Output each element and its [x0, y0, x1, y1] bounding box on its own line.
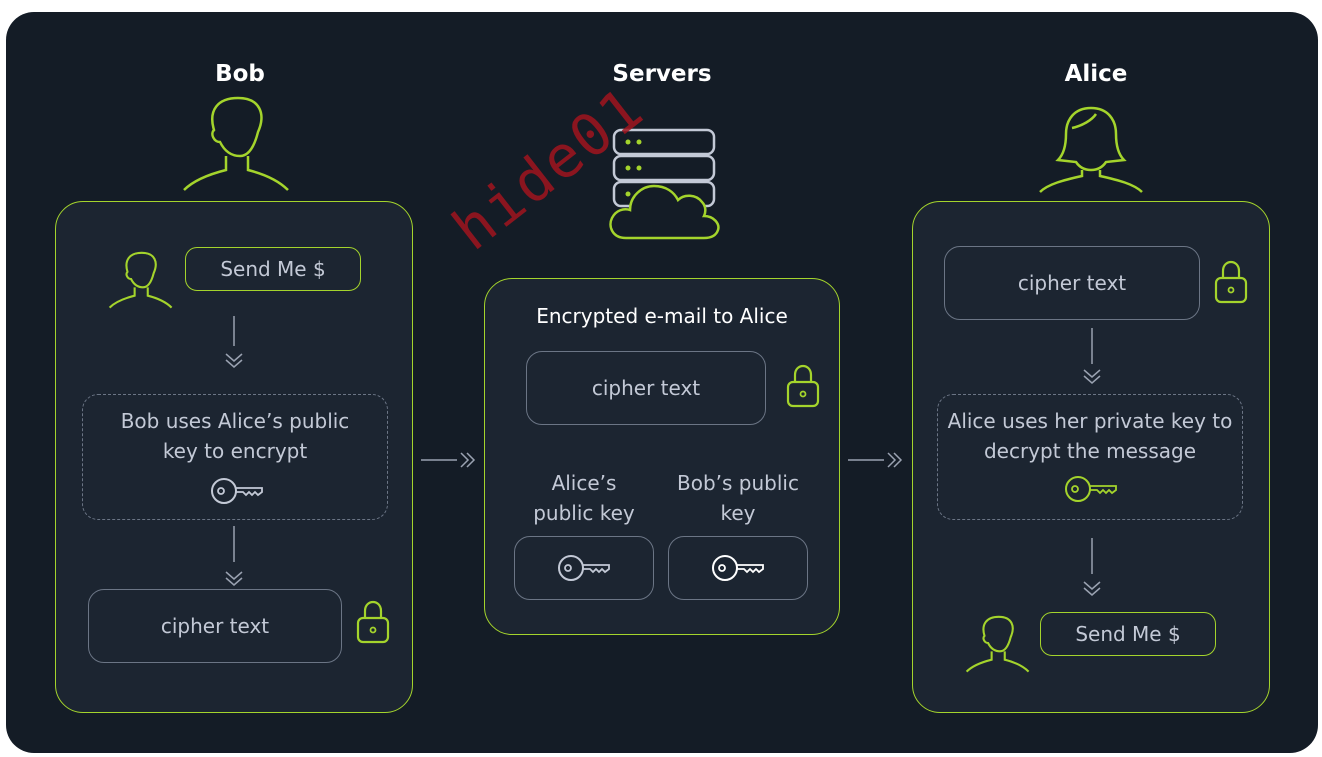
alice-small-person-icon: [965, 615, 1030, 673]
key-icon: [1065, 476, 1117, 502]
bob-cipher-box: cipher text: [88, 589, 342, 663]
server-panel: [484, 278, 840, 635]
alice-message-box: Send Me $: [1040, 612, 1216, 656]
arrow-down-icon: [225, 316, 243, 368]
bob-heading: Bob: [215, 61, 265, 87]
cloud-icon: [609, 184, 720, 240]
lock-icon: [1214, 260, 1248, 304]
bob-small-person-icon: [108, 251, 173, 309]
bob-person-icon: [183, 96, 289, 191]
bob-public-key-label: Bob’s public key: [677, 471, 799, 525]
key-icon: [558, 555, 610, 581]
key-icon: [712, 555, 764, 581]
alice-decrypt-step-box: [937, 394, 1243, 520]
alice-cipher-box: cipher text: [944, 246, 1200, 320]
server-panel-title: Encrypted e-mail to Alice: [536, 304, 788, 328]
alice-panel: [912, 201, 1270, 713]
diagram-canvas: Bob Servers Alice Send Me $ Bob uses Ali…: [6, 12, 1318, 753]
alice-person-icon: [1039, 106, 1143, 193]
bob-public-key-box: [668, 536, 808, 600]
alice-heading: Alice: [1064, 61, 1128, 87]
alice-public-key-label: Alice’s public key: [533, 471, 635, 525]
lock-icon: [786, 364, 820, 408]
alice-decrypt-step-text: Alice uses her private key to decrypt th…: [947, 409, 1233, 463]
arrow-down-icon: [1083, 328, 1101, 384]
alice-public-key-box: [514, 536, 654, 600]
lock-icon: [356, 600, 390, 644]
bob-encrypt-step-text: Bob uses Alice’s public key to encrypt: [120, 409, 350, 463]
bob-encrypt-step-box: [82, 394, 388, 520]
arrow-down-icon: [1083, 538, 1101, 596]
servers-heading: Servers: [612, 61, 712, 87]
key-icon: [211, 478, 263, 504]
arrow-down-icon: [225, 526, 243, 586]
bob-message-box: Send Me $: [185, 247, 361, 291]
arrow-right-icon: [421, 452, 476, 468]
server-cipher-box: cipher text: [526, 351, 766, 425]
arrow-right-icon: [848, 452, 903, 468]
